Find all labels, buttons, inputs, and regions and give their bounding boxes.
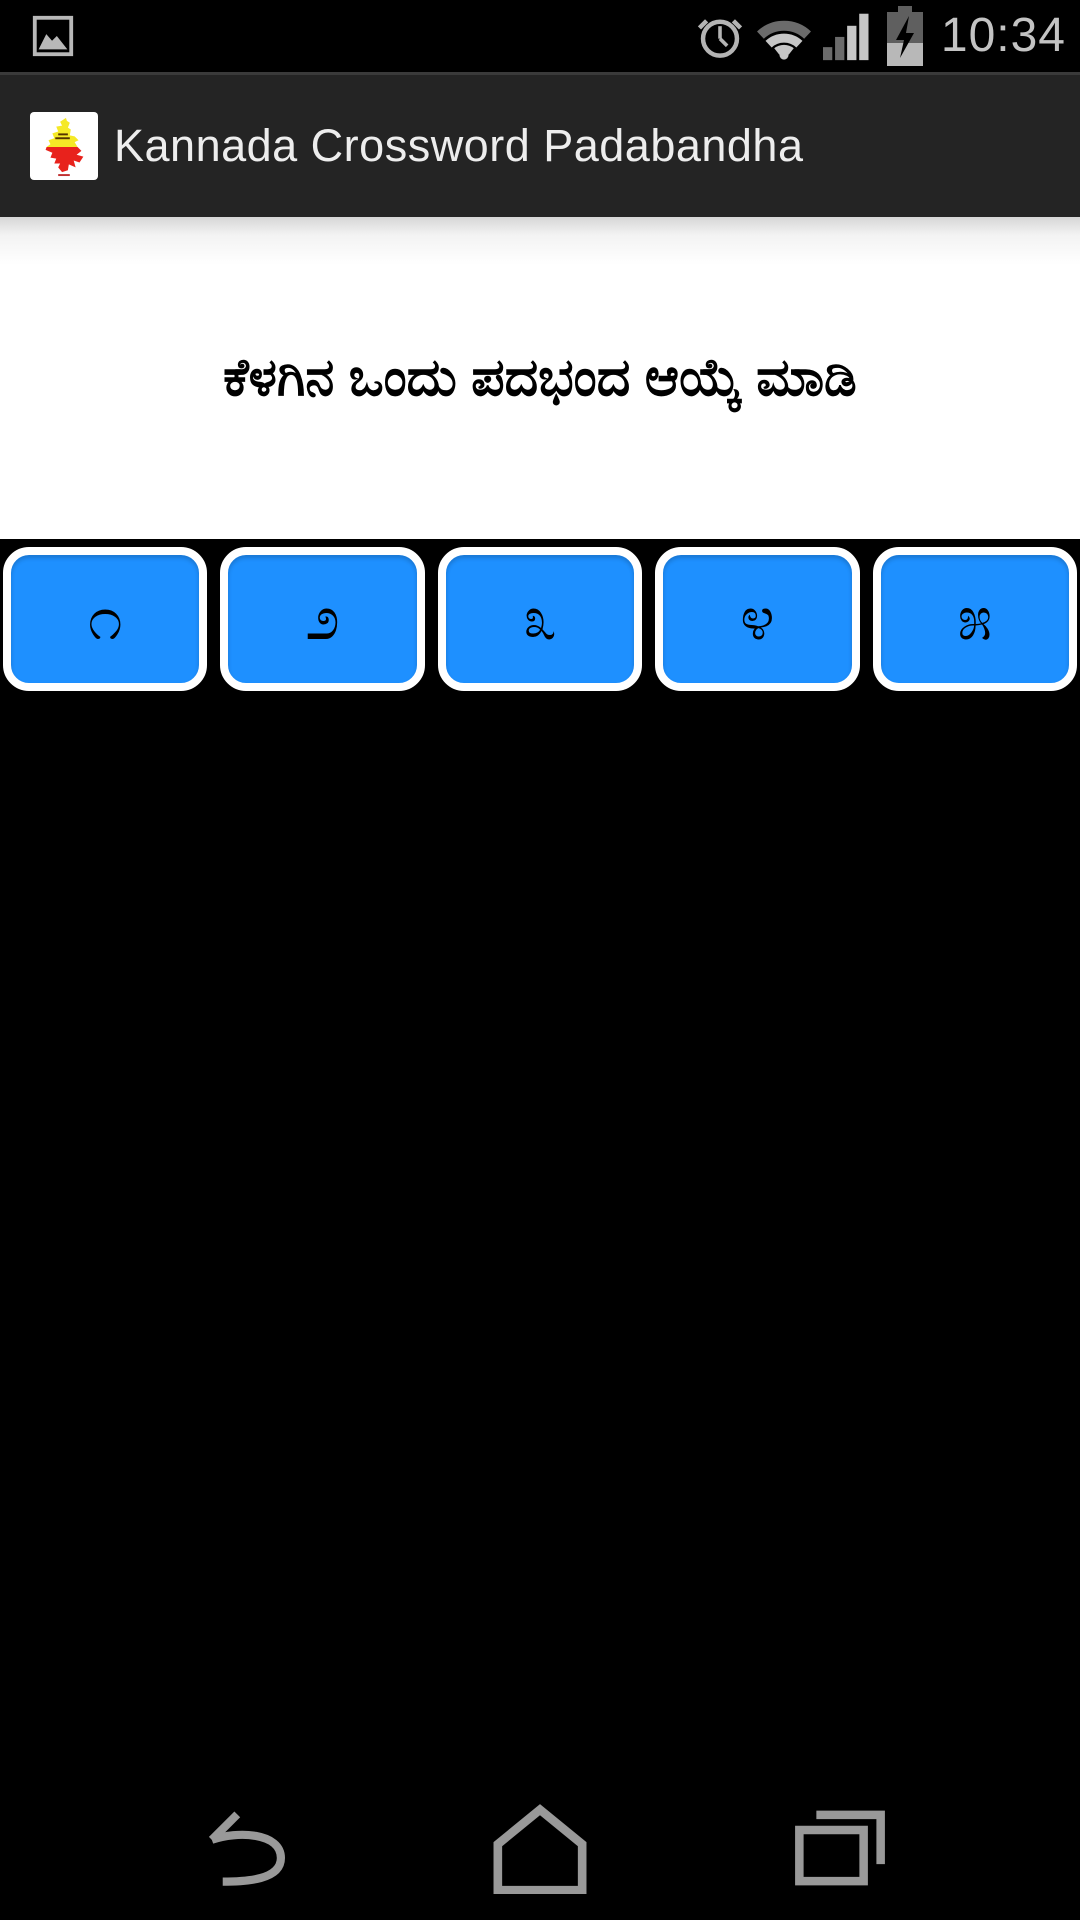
puzzle-button-5[interactable]: ೫ <box>872 547 1078 691</box>
home-icon <box>493 1804 587 1894</box>
puzzle-button-3[interactable]: ೩ <box>437 547 643 691</box>
app-title: Kannada Crossword Padabandha <box>114 120 804 171</box>
content-panel: ಕೆಳಗಿನ ಒಂದು ಪದಭಂದ ಆಯ್ಕೆ ಮಾಡಿ <box>0 217 1080 539</box>
navigation-bar <box>0 1776 1080 1920</box>
app-logo-icon <box>30 112 98 180</box>
status-bar-indicators: 10:34 <box>695 6 1066 66</box>
screenshot-notification-icon <box>32 15 74 57</box>
status-bar: 10:34 <box>0 0 1080 72</box>
alarm-clock-icon <box>697 19 742 58</box>
battery-charging-icon <box>886 6 923 66</box>
status-bar-notifications <box>30 13 76 59</box>
recents-button[interactable] <box>690 1776 990 1920</box>
puzzle-button-1[interactable]: ೧ <box>3 547 208 691</box>
puzzle-button-4[interactable]: ೪ <box>655 547 860 691</box>
signal-strength-icon <box>822 13 869 61</box>
puzzle-button-2[interactable]: ೨ <box>220 547 425 691</box>
back-button[interactable] <box>90 1776 390 1920</box>
karnataka-map-icon <box>45 117 84 177</box>
home-button[interactable] <box>390 1776 690 1920</box>
wifi-icon <box>756 20 811 60</box>
empty-background <box>0 691 1080 1776</box>
back-icon <box>208 1811 286 1886</box>
action-bar: Kannada Crossword Padabandha <box>0 72 1080 217</box>
status-time: 10:34 <box>940 9 1066 62</box>
instruction-text: ಕೆಳಗಿನ ಒಂದು ಪದಭಂದ ಆಯ್ಕೆ ಮಾಡಿ <box>223 348 857 407</box>
recents-icon <box>795 1810 885 1886</box>
puzzle-select-row: ೧ ೨ ೩ ೪ ೫ <box>0 547 1080 691</box>
